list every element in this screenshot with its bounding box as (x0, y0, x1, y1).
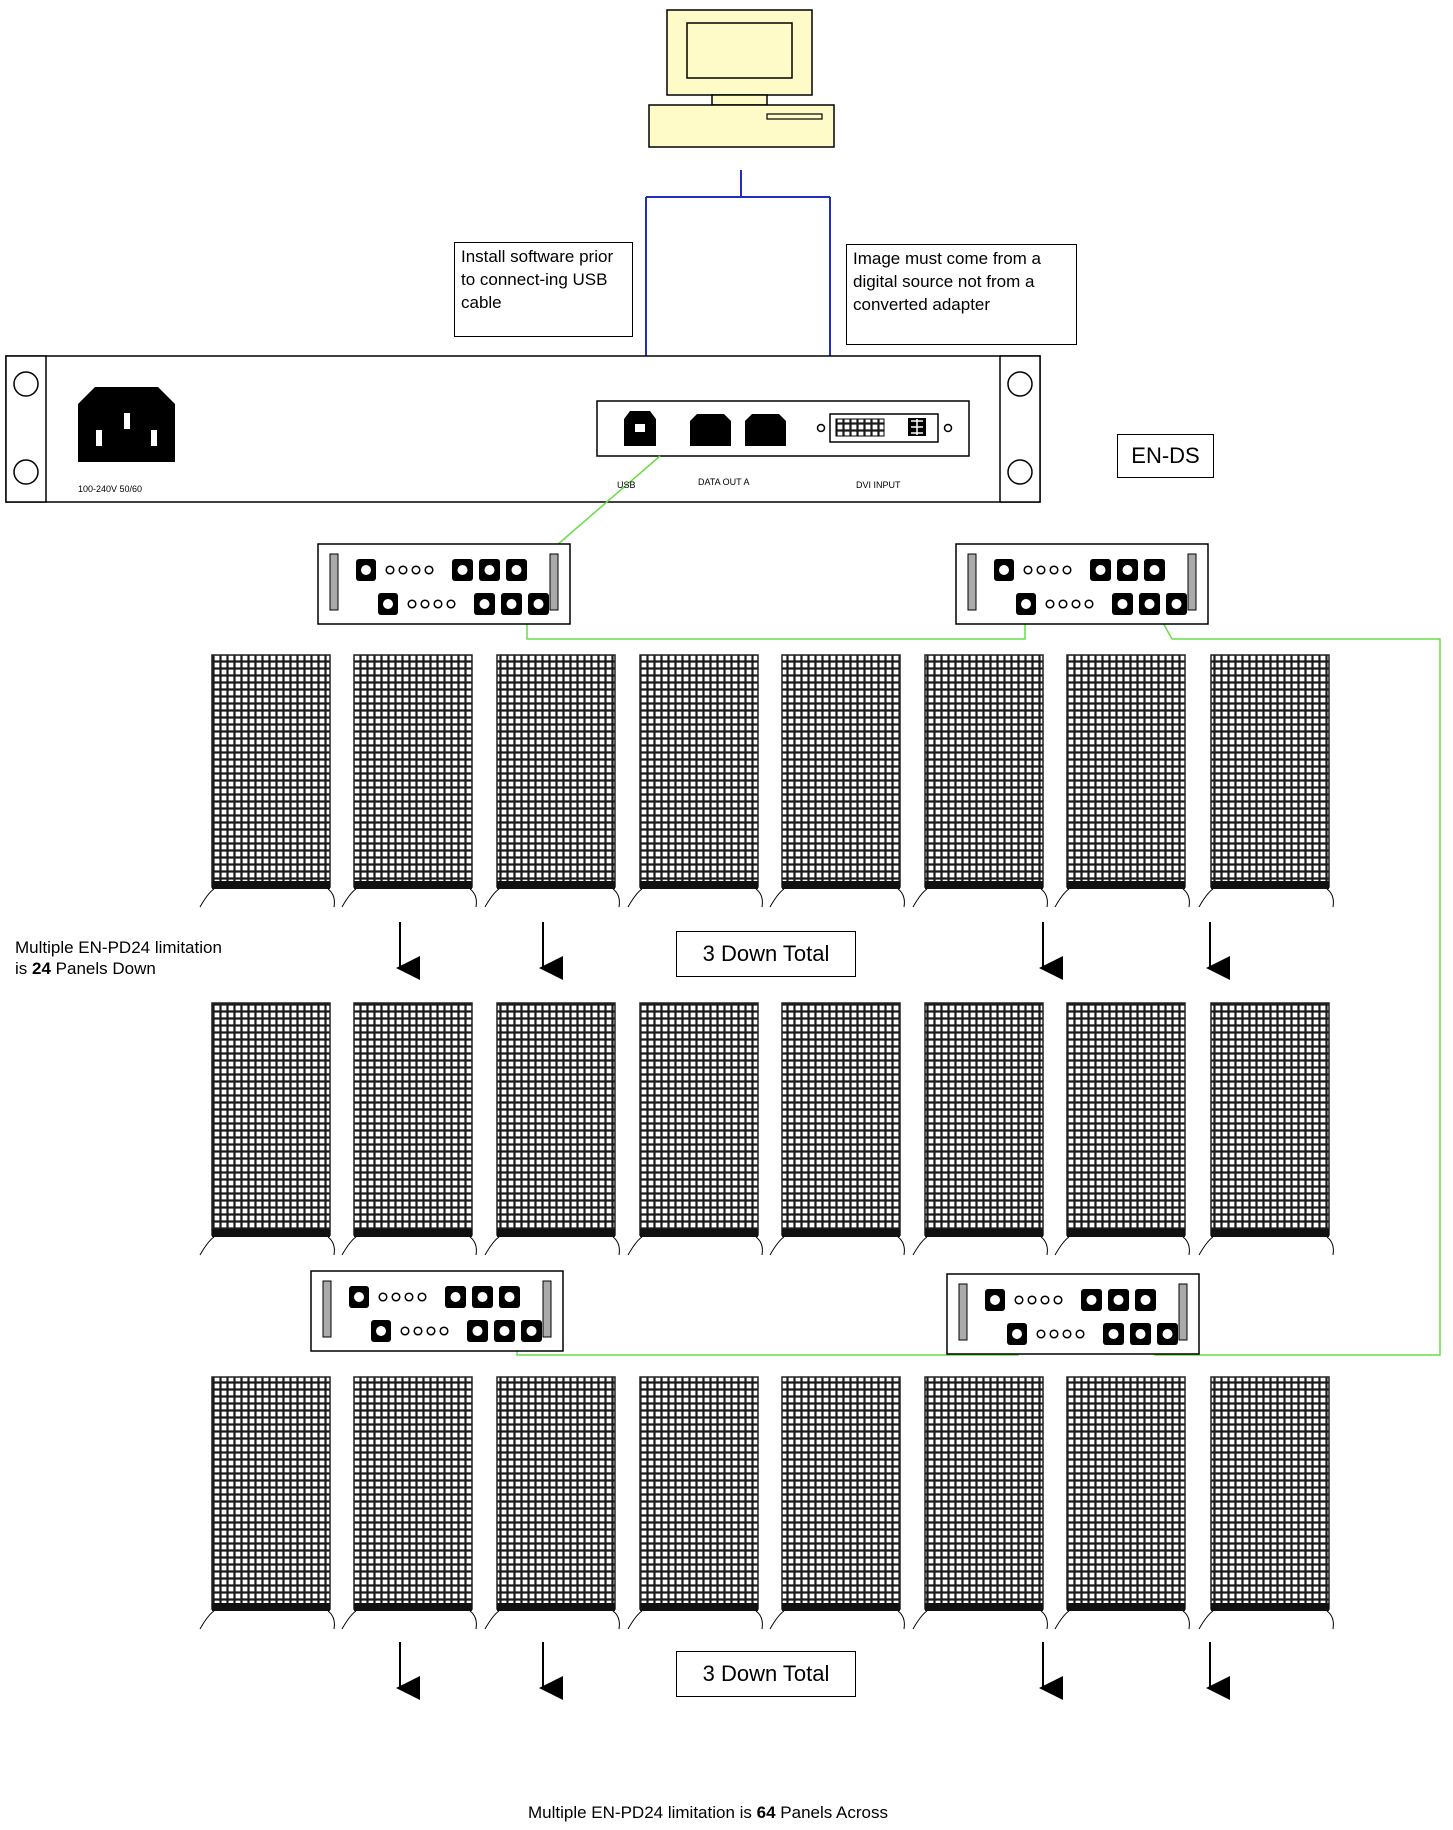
limit-down-number: 24 (32, 959, 51, 978)
en-ds-label: EN-DS (1117, 434, 1214, 478)
led-mesh-panel (341, 654, 477, 908)
dvi-input-label: DVI INPUT (856, 480, 901, 490)
led-mesh-panel (199, 1376, 335, 1630)
down-total-label-bottom: 3 Down Total (676, 1651, 856, 1697)
limit-across-note: Multiple EN-PD24 limitation is 64 Panels… (528, 1802, 888, 1823)
led-mesh-panel (341, 1002, 477, 1256)
led-mesh-panel (484, 654, 620, 908)
down-arrows (396, 922, 1230, 1700)
limit-across-pre: Multiple EN-PD24 limitation is (528, 1803, 757, 1822)
limit-down-post: Panels Down (50, 959, 156, 978)
data-out-a-port-icon (690, 414, 731, 446)
limit-down-pre: is (15, 959, 32, 978)
led-mesh-panel (912, 1002, 1048, 1256)
led-mesh-panel (769, 654, 905, 908)
usb-dvi-cable (645, 170, 831, 386)
led-mesh-panel (1198, 654, 1334, 908)
limit-down-line1: Multiple EN-PD24 limitation (15, 938, 222, 957)
usb-install-note: Install software prior to connect-ing US… (454, 242, 633, 337)
limit-across-post: Panels Across (775, 1803, 889, 1822)
led-mesh-panel (627, 654, 763, 908)
usb-label: USB (617, 480, 636, 490)
led-mesh-panel (341, 1376, 477, 1630)
panel-grid (199, 654, 1334, 1630)
limit-across-number: 64 (756, 1803, 776, 1822)
led-mesh-panel (199, 1002, 335, 1256)
usb-install-note-text: Install software prior to connect-ing US… (461, 247, 614, 312)
distributor-box (310, 1270, 564, 1352)
computer-icon (648, 9, 835, 148)
dvi-port-icon (816, 413, 953, 443)
led-mesh-panel (1054, 654, 1190, 908)
power-label: 100-240V 50/60 (78, 484, 143, 494)
usb-port-icon (624, 411, 656, 446)
digital-source-note: Image must come from a digital source no… (846, 244, 1077, 345)
led-mesh-panel (769, 1002, 905, 1256)
led-mesh-panel (1054, 1376, 1190, 1630)
led-mesh-panel (484, 1002, 620, 1256)
distributor-box (317, 543, 571, 625)
led-mesh-panel (769, 1376, 905, 1630)
power-socket-icon (78, 387, 175, 462)
distributor-box (955, 543, 1209, 625)
led-mesh-panel (627, 1002, 763, 1256)
distributor-boxes (310, 543, 1209, 1355)
led-mesh-panel (912, 1376, 1048, 1630)
led-mesh-panel (199, 654, 335, 908)
led-mesh-panel (484, 1376, 620, 1630)
down-total-label-top: 3 Down Total (676, 931, 856, 977)
led-mesh-panel (1198, 1376, 1334, 1630)
distributor-box (946, 1273, 1200, 1355)
digital-source-note-text: Image must come from a digital source no… (853, 249, 1042, 314)
data-out-a-label: DATA OUT A (698, 477, 750, 487)
led-mesh-panel (1198, 1002, 1334, 1256)
led-mesh-panel (1054, 1002, 1190, 1256)
limit-down-note: Multiple EN-PD24 limitation is 24 Panels… (15, 937, 222, 979)
led-mesh-panel (627, 1376, 763, 1630)
data-out-b-port-icon (745, 414, 786, 446)
en-ds-device (5, 355, 1041, 503)
led-mesh-panel (912, 654, 1048, 908)
